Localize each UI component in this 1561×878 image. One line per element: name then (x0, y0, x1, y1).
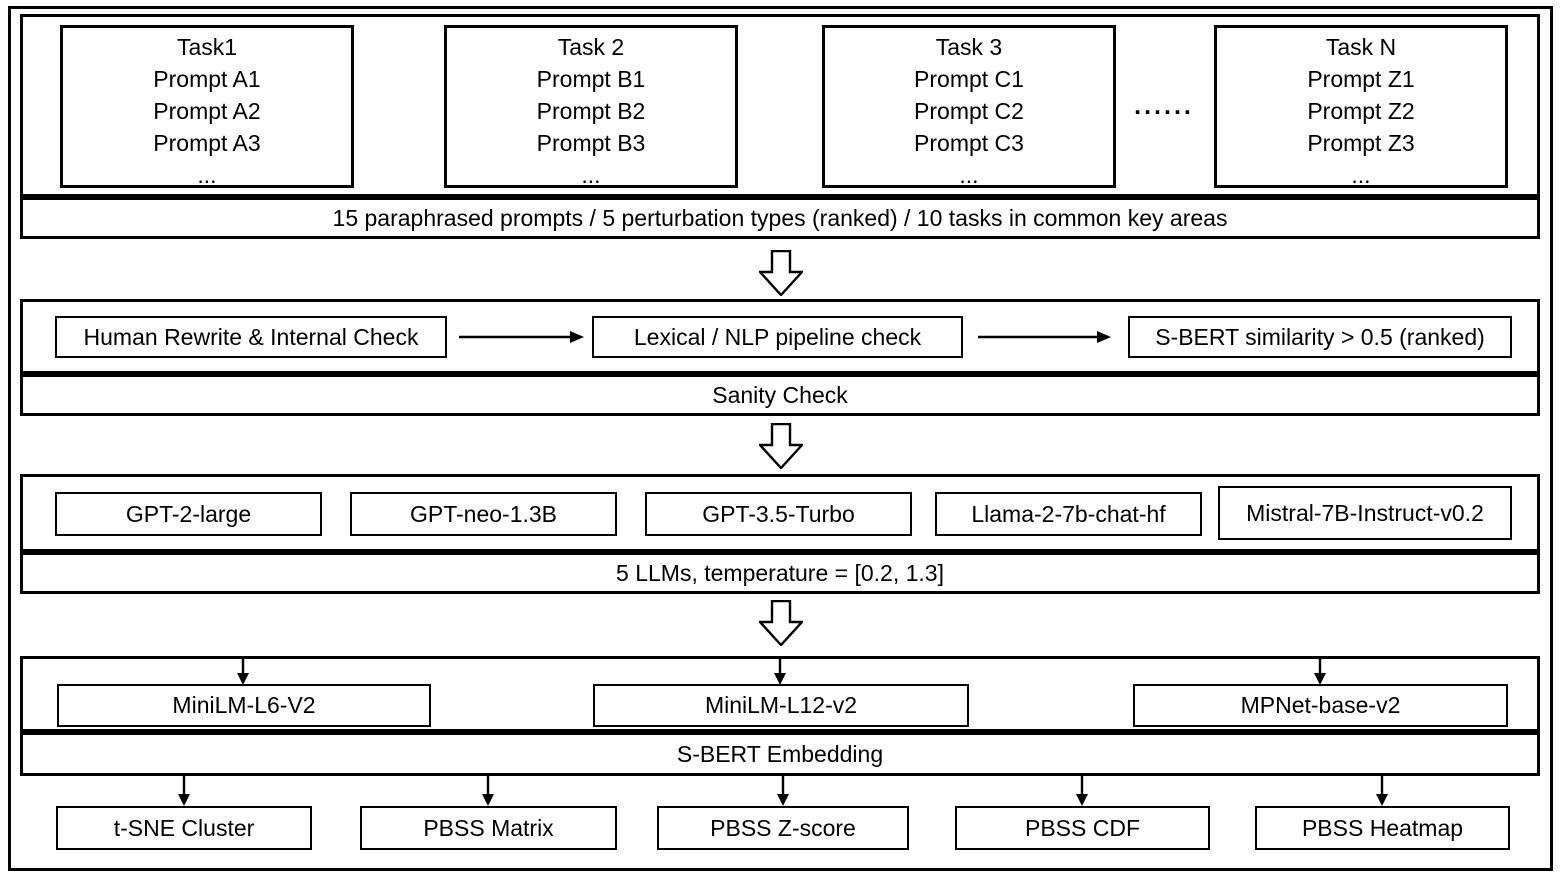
llm-caption-bar: 5 LLMs, temperature = [0.2, 1.3] (20, 552, 1540, 594)
embedding-box-mpnet: MPNet-base-v2 (1133, 684, 1508, 727)
task-prompt: Prompt B1 (536, 66, 646, 92)
down-arrow-icon (773, 656, 787, 685)
embedding-box-minilm-l6: MiniLM-L6-V2 (57, 684, 431, 727)
right-arrow-icon (978, 330, 1112, 344)
tasks-caption-bar: 15 paraphrased prompts / 5 perturbation … (20, 197, 1540, 239)
down-arrow-icon (776, 776, 790, 806)
task-title: Task 2 (557, 34, 625, 60)
output-box-pbss-matrix: PBSS Matrix (360, 806, 617, 850)
task-prompt: Prompt A1 (153, 66, 261, 92)
task-prompt: Prompt B3 (536, 130, 646, 156)
down-arrow-icon (1375, 776, 1389, 806)
task-prompt: Prompt B2 (536, 98, 646, 124)
task-box-n: Task N Prompt Z1 Prompt Z2 Prompt Z3 ... (1214, 25, 1508, 188)
output-box-tsne-cluster: t-SNE Cluster (56, 806, 312, 850)
task-prompt: Prompt A3 (153, 130, 261, 156)
task-title: Task N (1325, 34, 1397, 60)
down-block-arrow-icon (757, 422, 805, 470)
task-prompt: ... (581, 162, 601, 188)
task-prompt: ... (959, 162, 979, 188)
task-prompt: Prompt Z1 (1307, 66, 1415, 92)
output-box-pbss-heatmap: PBSS Heatmap (1255, 806, 1510, 850)
task-title: Task 3 (935, 34, 1003, 60)
tasks-panel (20, 14, 1540, 197)
task-prompt: Prompt C2 (914, 98, 1024, 124)
llm-box-gpt2-large: GPT-2-large (55, 492, 322, 536)
down-arrow-icon (236, 656, 250, 685)
task-box-3: Task 3 Prompt C1 Prompt C2 Prompt C3 ... (822, 25, 1116, 188)
output-box-pbss-zscore: PBSS Z-score (657, 806, 909, 850)
llm-panel (20, 474, 1540, 552)
sanity-step-lexical-nlp: Lexical / NLP pipeline check (592, 316, 963, 358)
task-prompt: ... (1351, 162, 1371, 188)
task-prompt: ... (197, 162, 217, 188)
outer-frame (8, 6, 1553, 871)
task-prompt: Prompt C3 (914, 130, 1024, 156)
task-prompt: Prompt Z2 (1307, 98, 1415, 124)
embedding-caption-bar: S-BERT Embedding (20, 732, 1540, 776)
task-box-2: Task 2 Prompt B1 Prompt B2 Prompt B3 ... (444, 25, 738, 188)
task-prompt: Prompt A2 (153, 98, 261, 124)
task-title: Task1 (176, 34, 238, 60)
llm-box-llama2: Llama-2-7b-chat-hf (935, 492, 1202, 536)
llm-box-gpt35-turbo: GPT-3.5-Turbo (645, 492, 912, 536)
llm-box-mistral: Mistral-7B-Instruct-v0.2 (1218, 486, 1512, 540)
task-box-1: Task1 Prompt A1 Prompt A2 Prompt A3 ... (60, 25, 354, 188)
down-arrow-icon (1313, 656, 1327, 685)
task-prompt: Prompt C1 (914, 66, 1024, 92)
tasks-ellipsis: ...... (1134, 92, 1194, 120)
down-arrow-icon (1075, 776, 1089, 806)
llm-box-gpt-neo: GPT-neo-1.3B (350, 492, 617, 536)
down-block-arrow-icon (757, 599, 805, 647)
sanity-step-sbert-similarity: S-BERT similarity > 0.5 (ranked) (1128, 316, 1512, 358)
task-prompt: Prompt Z3 (1307, 130, 1415, 156)
sanity-panel (20, 299, 1540, 374)
embedding-box-minilm-l12: MiniLM-L12-v2 (593, 684, 969, 727)
down-arrow-icon (177, 776, 191, 806)
sanity-step-human-rewrite: Human Rewrite & Internal Check (55, 316, 447, 358)
right-arrow-icon (459, 330, 585, 344)
down-block-arrow-icon (757, 249, 805, 297)
down-arrow-icon (481, 776, 495, 806)
sanity-caption-bar: Sanity Check (20, 374, 1540, 416)
output-box-pbss-cdf: PBSS CDF (955, 806, 1210, 850)
